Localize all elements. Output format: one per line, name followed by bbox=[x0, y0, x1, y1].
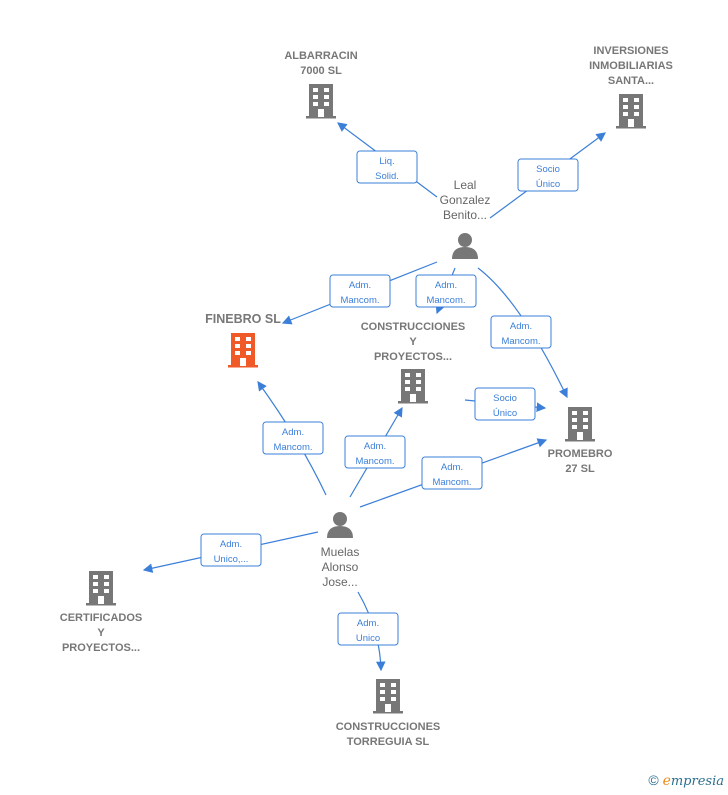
building-icon bbox=[306, 84, 336, 119]
edge-label: Mancom. bbox=[340, 295, 379, 306]
node-label: PROMEBRO bbox=[548, 448, 613, 460]
node-label: Gonzalez bbox=[440, 193, 491, 207]
edge-label-box[interactable] bbox=[344, 435, 406, 469]
edge-label: Mancom. bbox=[273, 442, 312, 453]
relation-edge[interactable]: Adm. Mancom. bbox=[415, 267, 477, 315]
node-certificados[interactable]: CERTIFICADOS Y PROYECTOS... bbox=[60, 571, 143, 654]
empresia-logo[interactable]: © empresia bbox=[648, 772, 724, 789]
edge-label: Único bbox=[493, 408, 517, 419]
edge-label-box[interactable] bbox=[474, 387, 536, 421]
edge-label: Adm. bbox=[220, 539, 242, 550]
edge-label: Mancom. bbox=[426, 295, 465, 306]
node-label: Leal bbox=[454, 178, 477, 192]
building-icon bbox=[398, 369, 428, 404]
building-icon bbox=[86, 571, 116, 606]
relation-edge[interactable]: Adm. Unico bbox=[337, 591, 399, 672]
edge-label: Mancom. bbox=[432, 477, 471, 488]
edge-label-box[interactable] bbox=[200, 533, 262, 567]
edge-label: Adm. bbox=[357, 618, 379, 629]
node-label: Alonso bbox=[322, 560, 359, 574]
person-icon bbox=[452, 233, 478, 259]
building-icon bbox=[616, 94, 646, 129]
node-label: CONSTRUCCIONES bbox=[361, 321, 466, 333]
edge-label-box[interactable] bbox=[421, 456, 483, 490]
edge-label: Adm. bbox=[349, 280, 371, 291]
relation-edge[interactable]: Adm. Mancom. bbox=[257, 381, 327, 496]
edge-label-box[interactable] bbox=[415, 274, 477, 308]
node-albarracin[interactable]: ALBARRACIN 7000 SL bbox=[284, 50, 358, 119]
edge-label: Adm. bbox=[441, 462, 463, 473]
edge-label: Adm. bbox=[282, 427, 304, 438]
node-leal[interactable]: LealGonzalezBenito... bbox=[440, 178, 491, 259]
node-label: SANTA... bbox=[608, 75, 654, 87]
person-icon bbox=[327, 512, 353, 538]
edge-label: Adm. bbox=[510, 321, 532, 332]
relation-edge[interactable]: Adm. Mancom. bbox=[344, 406, 406, 498]
node-label: PROYECTOS... bbox=[62, 642, 140, 654]
node-label: 27 SL bbox=[565, 463, 595, 475]
edge-label: Socio bbox=[493, 393, 517, 404]
node-cyp[interactable]: CONSTRUCCIONES Y PROYECTOS... bbox=[361, 321, 466, 404]
node-muelas[interactable]: MuelasAlonsoJose... bbox=[321, 512, 360, 589]
edge-label: Unico bbox=[356, 633, 380, 644]
relation-edge[interactable]: Adm. Unico,... bbox=[142, 531, 319, 573]
copyright-icon: © bbox=[648, 772, 659, 788]
node-inversiones[interactable]: INVERSIONES INMOBILIARIAS SANTA... bbox=[589, 45, 673, 129]
node-label: INMOBILIARIAS bbox=[589, 60, 673, 72]
edge-label-box[interactable] bbox=[517, 158, 579, 192]
relation-edge[interactable]: Adm. Mancom. bbox=[477, 267, 568, 399]
edge-label-box[interactable] bbox=[337, 612, 399, 646]
edge-label-box[interactable] bbox=[262, 421, 324, 455]
relation-edge[interactable]: Liq. Solid. bbox=[337, 122, 438, 198]
node-label: INVERSIONES bbox=[593, 45, 668, 57]
node-label: Y bbox=[409, 336, 417, 348]
node-label: Y bbox=[97, 627, 105, 639]
edge-label: Solid. bbox=[375, 171, 399, 182]
building-icon bbox=[228, 333, 258, 368]
node-label: Benito... bbox=[443, 208, 487, 222]
edge-label: Adm. bbox=[435, 280, 457, 291]
relation-edge[interactable]: Adm. Mancom. bbox=[359, 438, 548, 508]
node-promebro[interactable]: PROMEBRO 27 SL bbox=[548, 407, 613, 475]
edge-label: Mancom. bbox=[501, 336, 540, 347]
edge-label: Mancom. bbox=[355, 456, 394, 467]
node-label: 7000 SL bbox=[300, 65, 342, 77]
node-label: TORREGUIA SL bbox=[347, 736, 430, 748]
node-label: PROYECTOS... bbox=[374, 351, 452, 363]
edge-label: Socio bbox=[536, 164, 560, 175]
edge-label-box[interactable] bbox=[329, 274, 391, 308]
node-finebro[interactable]: FINEBRO SL bbox=[205, 312, 281, 368]
node-label: Muelas bbox=[321, 545, 360, 559]
edge-label: Unico,... bbox=[214, 554, 249, 565]
edge-label: Liq. bbox=[379, 156, 394, 167]
edge-label: Adm. bbox=[364, 441, 386, 452]
node-label: FINEBRO SL bbox=[205, 312, 281, 326]
edge-label: Único bbox=[536, 179, 560, 190]
node-label: ALBARRACIN bbox=[284, 50, 357, 62]
relation-edge[interactable]: Adm. Mancom. bbox=[281, 261, 438, 325]
node-label: Jose... bbox=[322, 575, 357, 589]
node-label: CONSTRUCCIONES bbox=[336, 721, 441, 733]
node-torreguia[interactable]: CONSTRUCCIONES TORREGUIA SL bbox=[336, 679, 441, 748]
edge-label-box[interactable] bbox=[356, 150, 418, 184]
building-icon bbox=[565, 407, 595, 442]
building-icon bbox=[373, 679, 403, 714]
edge-label-box[interactable] bbox=[490, 315, 552, 349]
node-label: CERTIFICADOS bbox=[60, 612, 143, 624]
